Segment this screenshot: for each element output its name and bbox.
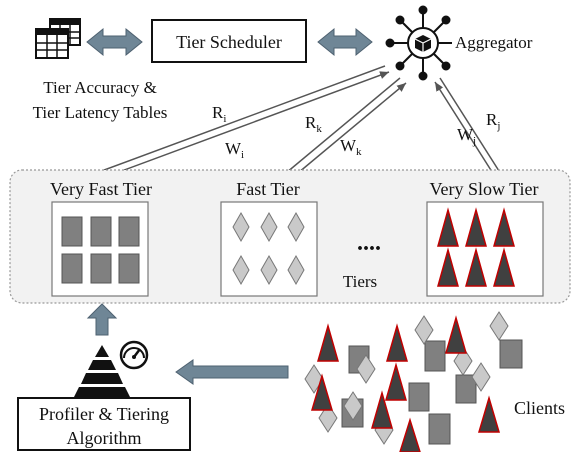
w-right: W xyxy=(457,125,474,144)
link-right: Rj Wj xyxy=(434,77,507,187)
r-middle: R xyxy=(305,113,317,132)
clients-cluster xyxy=(304,311,523,452)
clients-to-profiler-arrow xyxy=(175,359,289,385)
tables-label-line2: Tier Latency Tables xyxy=(33,103,168,122)
svg-text:Wi: Wi xyxy=(225,139,244,161)
pyramid-icon xyxy=(74,345,130,397)
tiers-group-label: Tiers xyxy=(343,272,377,291)
tiers-ellipsis: .... xyxy=(357,230,381,256)
svg-text:Wk: Wk xyxy=(340,136,362,158)
svg-text:Rj: Rj xyxy=(486,110,500,132)
r-left: R xyxy=(212,103,224,122)
very-slow-tier-label: Very Slow Tier xyxy=(429,179,538,199)
svg-text:Ri: Ri xyxy=(212,103,226,125)
tier-scheduler-box: Tier Scheduler xyxy=(151,19,307,63)
tables-label-line1: Tier Accuracy & xyxy=(43,78,157,97)
very-fast-tier-label: Very Fast Tier xyxy=(50,179,152,199)
link-left: Ri Wi xyxy=(68,65,390,190)
very-slow-tier-box xyxy=(426,201,544,297)
profiler-box: Profiler & Tiering Algorithm xyxy=(17,397,191,451)
w-right-sub: j xyxy=(472,135,476,147)
profiler-label-line1: Profiler & Tiering xyxy=(39,404,169,424)
tables-icon xyxy=(35,18,81,59)
very-fast-tier-box xyxy=(51,201,149,297)
w-left-sub: i xyxy=(241,149,244,161)
fast-tier-box xyxy=(220,201,318,297)
r-right: R xyxy=(486,110,498,129)
w-middle-sub: k xyxy=(356,146,362,158)
r-left-sub: i xyxy=(223,113,226,125)
svg-text:Wj: Wj xyxy=(457,125,476,147)
tier-scheduler-label: Tier Scheduler xyxy=(176,32,282,52)
gauge-icon xyxy=(119,340,149,370)
profiler-label-line2: Algorithm xyxy=(67,428,142,448)
w-middle: W xyxy=(340,136,357,155)
aggregator-label: Aggregator xyxy=(455,33,533,52)
w-left: W xyxy=(225,139,242,158)
profiler-up-arrow xyxy=(86,303,118,336)
svg-text:Rk: Rk xyxy=(305,113,322,135)
r-middle-sub: k xyxy=(316,123,322,135)
r-right-sub: j xyxy=(496,120,500,132)
clients-label: Clients xyxy=(514,398,565,418)
tables-scheduler-double-arrow xyxy=(86,27,143,57)
scheduler-aggregator-double-arrow xyxy=(317,27,373,57)
aggregator-hub-icon xyxy=(385,5,452,81)
fast-tier-label: Fast Tier xyxy=(236,179,300,199)
